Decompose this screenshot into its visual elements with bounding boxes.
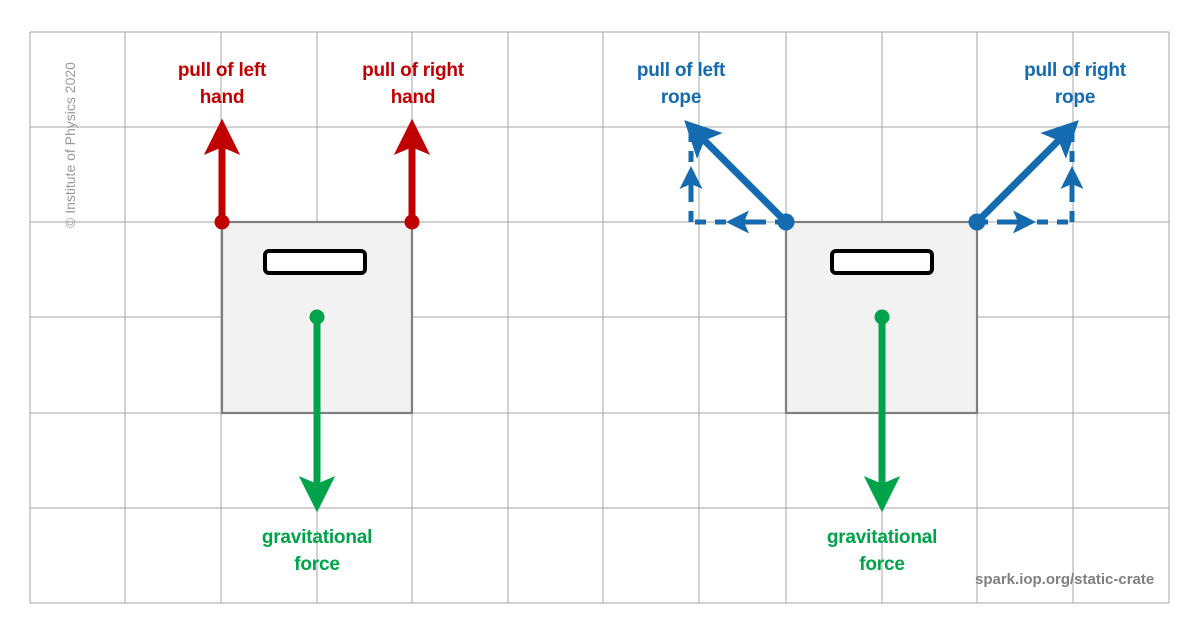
source-url: spark.iop.org/static-crate (975, 571, 1155, 588)
component-vectors-pull-right-rope (977, 130, 1084, 234)
force-arrow-gravitational-left (298, 309, 336, 513)
label-gravitational-force-left: gravitational force (261, 527, 373, 575)
force-origin-dot-left-hand (214, 214, 230, 230)
label-pull-of-right-rope: pull of right rope (1024, 60, 1126, 108)
force-arrow-pull-right-rope (968, 120, 1079, 231)
crate-handle-right (830, 249, 934, 275)
background-grid (29, 31, 1170, 604)
crate-pulled-by-ropes (679, 120, 1084, 513)
force-origin-dot-gravity-left (309, 309, 325, 325)
force-origin-dot-right-hand (404, 214, 420, 230)
force-origin-dot-right-rope (968, 213, 986, 231)
label-pull-of-right-hand: pull of right hand (362, 60, 464, 108)
force-arrow-pull-left-rope (684, 120, 795, 231)
label-pull-of-left-hand: pull of left hand (177, 60, 267, 108)
force-arrow-pull-left-hand (203, 118, 241, 230)
force-origin-dot-left-rope (777, 213, 795, 231)
crate-pulled-by-hands (203, 118, 431, 513)
force-arrow-pull-right-hand (393, 118, 431, 230)
label-pull-of-left-rope: pull of left rope (636, 60, 726, 108)
force-arrow-gravitational-right (863, 309, 901, 513)
copyright-notice: © Institute of Physics 2020 (62, 62, 78, 228)
component-vectors-pull-left-rope (679, 130, 786, 234)
crate-handle-left (263, 249, 367, 275)
label-gravitational-force-right: gravitational force (826, 527, 938, 575)
force-origin-dot-gravity-right (874, 309, 890, 325)
